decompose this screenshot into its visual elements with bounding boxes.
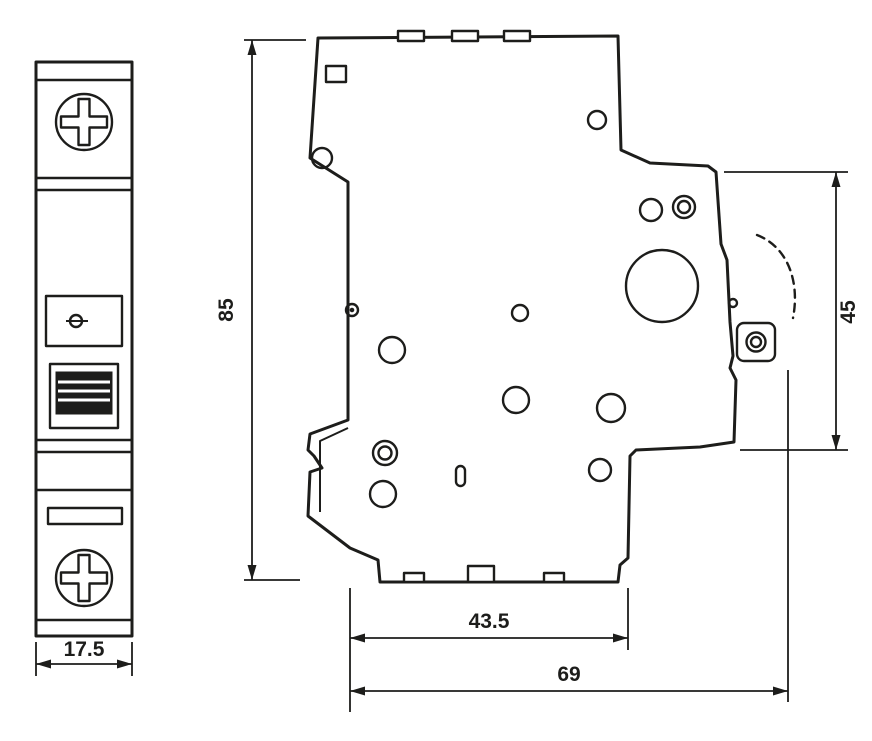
dimension-front-width: 17.5 (35, 638, 133, 676)
dimension-label-right-step-height: 45 (837, 300, 860, 324)
slot-hole (454, 464, 467, 488)
vent-slots-top (396, 29, 532, 43)
rivet-holes (310, 109, 697, 509)
dimension-body-depth: 43.5 (349, 588, 629, 712)
front-slot (46, 506, 124, 526)
front-body-outline (34, 60, 134, 638)
dimension-label-overall-height: 85 (215, 298, 238, 322)
phillips-screw-bottom-icon (54, 548, 114, 608)
dimension-label-body-depth: 43.5 (469, 610, 510, 633)
din-rail-clip-inner (319, 427, 349, 512)
dimension-label-overall-depth: 69 (557, 663, 580, 686)
side-body-outline (306, 34, 738, 584)
pivot-dot (727, 297, 739, 309)
toggle-travel-arc (755, 233, 797, 320)
dimension-overall-height: 85 (215, 39, 306, 581)
inner-window (324, 64, 348, 84)
dimension-overall-depth: 69 (350, 370, 789, 702)
vent-slots-bottom (402, 564, 566, 584)
magnet-coil-circle (624, 248, 700, 324)
phillips-screw-top-icon (54, 92, 114, 152)
toggle-handle (48, 362, 120, 430)
toggle-pivot (735, 321, 777, 363)
side-view (306, 29, 797, 584)
dimension-label-front-width: 17.5 (64, 638, 105, 661)
front-view (34, 60, 134, 638)
label-window (44, 294, 124, 348)
dimension-right-step-height: 45 (724, 171, 860, 451)
